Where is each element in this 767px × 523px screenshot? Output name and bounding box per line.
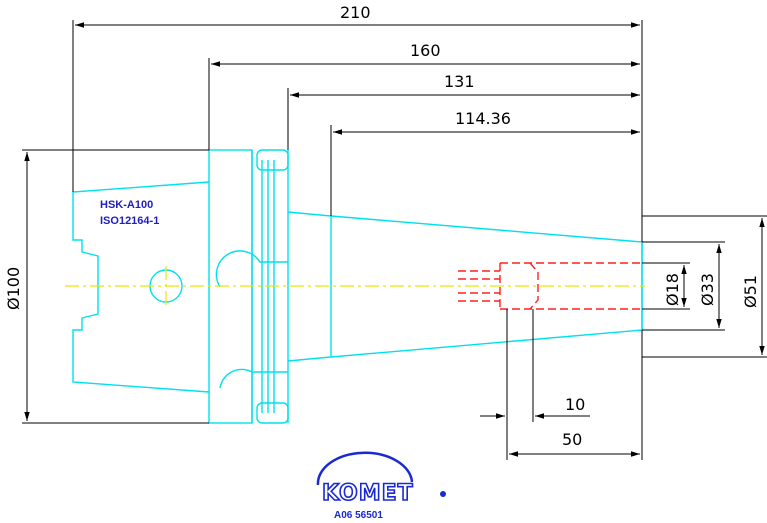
dim-dia-100: Ø100 bbox=[4, 267, 23, 310]
drawing-code: A06 56501 bbox=[334, 510, 383, 521]
logo-dot-icon bbox=[440, 491, 446, 497]
dim-dia-51: Ø51 bbox=[741, 275, 760, 308]
dim-131: 131 bbox=[444, 72, 475, 91]
spec-line-2: ISO12164-1 bbox=[100, 215, 159, 227]
logo-brand: KOMET bbox=[322, 481, 414, 506]
logo-arc-icon bbox=[316, 451, 414, 486]
dim-dia-33: Ø33 bbox=[698, 273, 717, 306]
dim-160: 160 bbox=[410, 41, 441, 60]
spec-line-1: HSK-A100 bbox=[100, 199, 153, 211]
dim-114-36: 114.36 bbox=[455, 109, 511, 128]
dim-210: 210 bbox=[340, 3, 371, 22]
dim-50: 50 bbox=[562, 430, 582, 449]
komet-logo: KOMET A06 56501 bbox=[316, 451, 446, 521]
dim-dia-18: Ø18 bbox=[663, 273, 682, 306]
hidden-bore bbox=[458, 262, 642, 310]
dim-10: 10 bbox=[565, 395, 585, 414]
dimension-lines bbox=[22, 20, 767, 460]
